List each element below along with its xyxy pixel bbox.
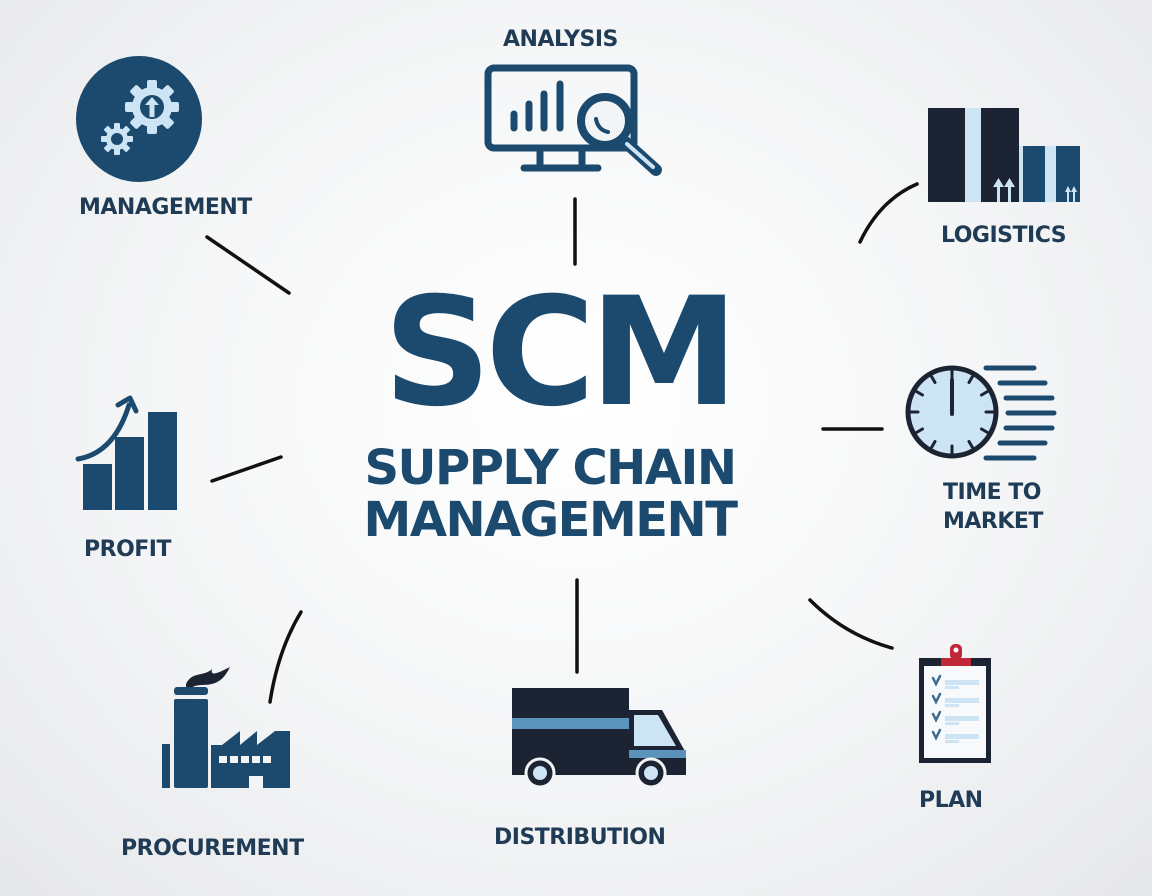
gears-icon <box>76 56 202 182</box>
growth-bar-chart-icon <box>75 395 177 510</box>
management-label: MANAGEMENT <box>79 195 252 220</box>
monitor-magnifier-icon <box>484 64 662 176</box>
connector-plan <box>808 598 894 650</box>
time-to-market-line-1: TIME TO <box>943 480 1041 505</box>
scm-acronym: SCM <box>383 266 738 440</box>
procurement-label: PROCUREMENT <box>121 836 304 861</box>
profit-label: PROFIT <box>84 537 172 562</box>
connector-procurement <box>268 610 303 704</box>
connector-management <box>205 235 291 295</box>
plan-label: PLAN <box>919 788 983 813</box>
title-line-1: SUPPLY CHAIN <box>364 440 737 496</box>
delivery-truck-icon <box>512 688 686 789</box>
connector-logistics <box>858 182 919 244</box>
logistics-label: LOGISTICS <box>941 223 1067 248</box>
analysis-label: ANALYSIS <box>503 27 618 52</box>
clipboard-checklist-icon <box>919 644 991 763</box>
factory-icon <box>162 667 290 788</box>
distribution-label: DISTRIBUTION <box>494 825 666 850</box>
scm-full-title: SUPPLY CHAIN MANAGEMENT <box>340 440 760 548</box>
clock-speed-icon <box>905 365 1057 461</box>
time-to-market-line-2: MARKET <box>943 509 1043 535</box>
time-to-market-label: TIME TO MARKET <box>943 480 1043 535</box>
warehouse-bars-icon <box>928 108 1080 202</box>
title-line-2: MANAGEMENT <box>363 491 738 548</box>
connector-profit <box>210 455 283 483</box>
